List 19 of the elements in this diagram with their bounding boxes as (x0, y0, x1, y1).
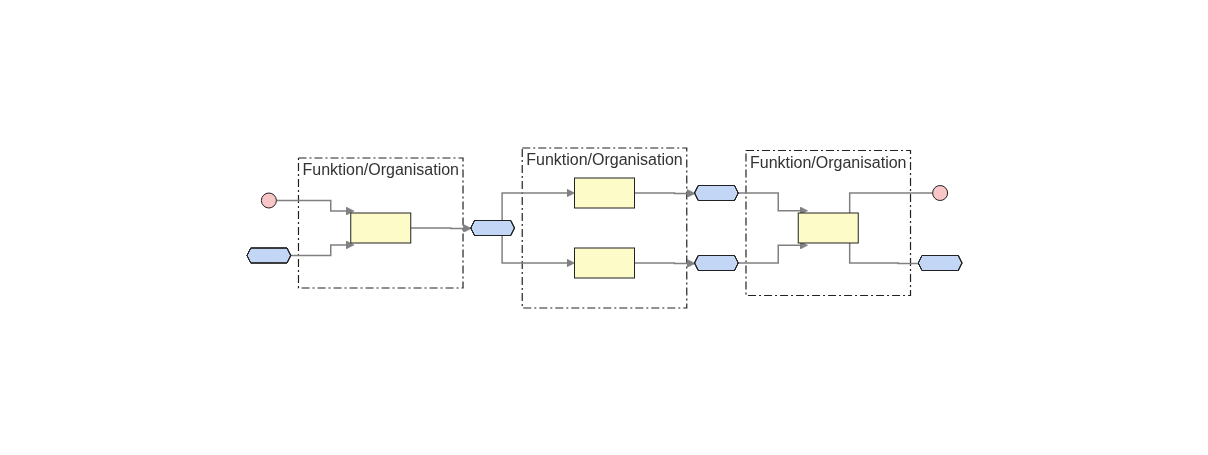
arrow (290, 240, 354, 257)
arrow (737, 191, 808, 215)
node-pentagon (573, 247, 635, 278)
node-pentagon (573, 177, 635, 208)
connector (848, 191, 933, 214)
connector (848, 241, 919, 264)
cluster: Funktion/Organisation (297, 156, 464, 289)
node-octagon (931, 184, 948, 201)
node-octagon (260, 192, 277, 208)
node-pentagon (797, 212, 859, 243)
cluster: Funktion/Organisation (521, 146, 687, 309)
arrow (633, 188, 695, 198)
arrow (275, 199, 354, 215)
cluster: Funktion/Organisation (744, 149, 911, 296)
arrow (500, 188, 575, 222)
arrow (500, 234, 575, 267)
arrow (633, 258, 695, 268)
node-pentagon (349, 212, 411, 243)
arrow (409, 223, 472, 233)
